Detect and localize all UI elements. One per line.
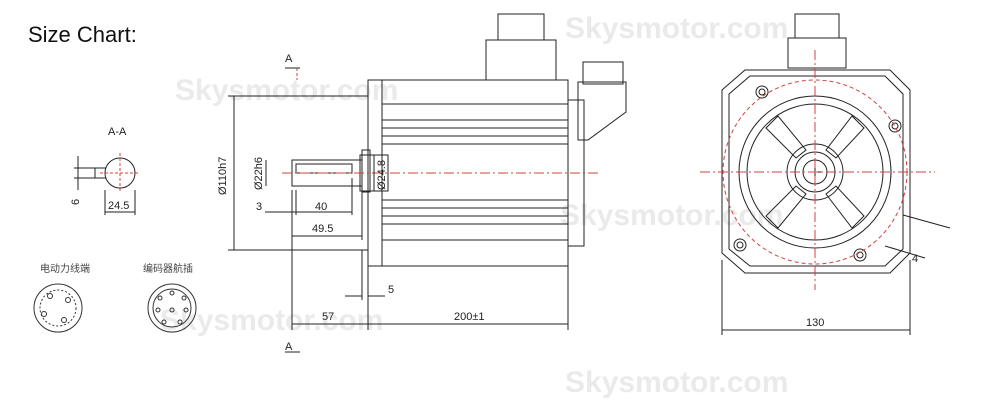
section-marker-bottom: A: [285, 341, 293, 353]
encoder-connector: 编码器航插: [143, 262, 197, 333]
power-connector: 电动力线端: [33, 262, 90, 333]
watermark-3: Skysmotor.com: [560, 199, 783, 232]
side-view: A A Ø110h7: [217, 13, 627, 353]
watermark-4: Skysmotor.com: [160, 304, 383, 337]
front-flange: [721, 69, 911, 274]
key-height-label: 6: [70, 199, 82, 205]
dim-57-label: 57: [322, 311, 334, 323]
watermark-group: Skysmotor.com Skysmotor.com Skysmotor.co…: [160, 12, 788, 399]
section-marker-top: A: [285, 53, 293, 65]
section-aa: A-A 6 24.5: [70, 126, 140, 215]
section-title: A-A: [108, 126, 127, 138]
dim-3-label: 3: [256, 201, 262, 213]
body-length-label: 200±1: [454, 311, 485, 323]
front-plug: [787, 37, 847, 69]
shaft-width-label: 24.5: [108, 200, 129, 212]
flange-diameter-label: Ø110h7: [217, 157, 229, 195]
page-title: Size Chart:: [28, 22, 137, 47]
watermark-5: Skysmotor.com: [565, 366, 788, 399]
front-width-label: 130: [806, 317, 824, 329]
dim-5-label: 5: [388, 284, 394, 296]
hole-label: 4: [912, 253, 918, 265]
power-plug: [485, 39, 557, 81]
front-view: 4 130: [700, 13, 951, 335]
dim-40-label: 40: [315, 201, 327, 213]
dim-49-5-label: 49.5: [312, 223, 333, 235]
encoder-connector-label: 编码器航插: [143, 262, 193, 275]
boss-diameter-label: Ø24.8: [376, 160, 388, 190]
encoder-plug: [577, 81, 627, 141]
power-connector-label: 电动力线端: [40, 262, 90, 275]
watermark-1: Skysmotor.com: [175, 74, 398, 107]
mount-hole: [755, 85, 769, 99]
section-key: [94, 167, 106, 179]
shaft-diameter-label: Ø22h6: [253, 157, 265, 190]
watermark-2: Skysmotor.com: [565, 12, 788, 45]
